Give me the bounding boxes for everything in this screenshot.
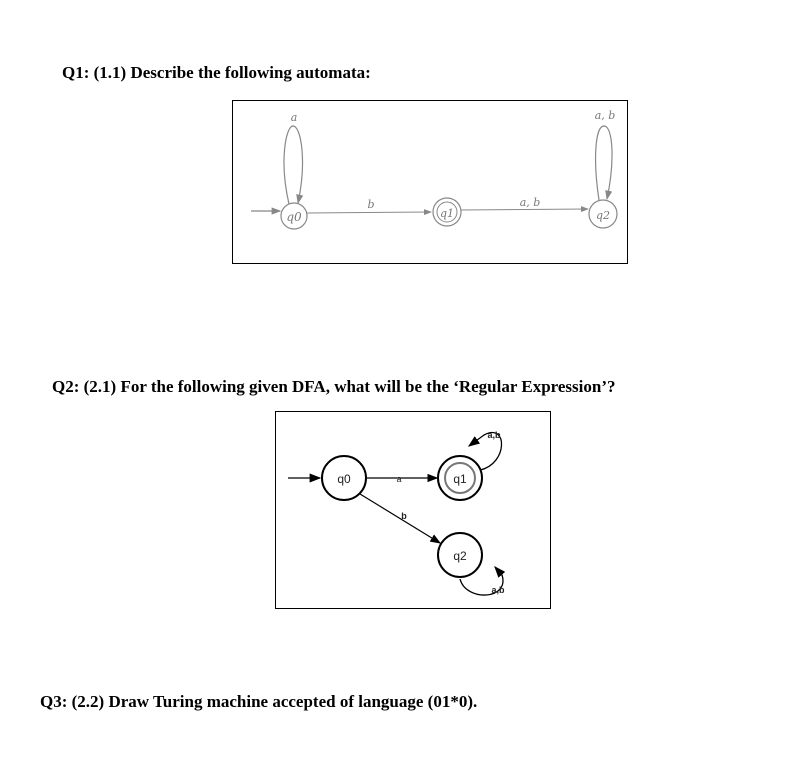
dfa-loop-q2-label: a,b (491, 585, 505, 595)
dfa-loop-q1-label: a,b (487, 430, 501, 440)
state-q2-label: q2 (596, 209, 610, 222)
state-q1-label: q1 (440, 207, 454, 220)
edge-q0-q1 (306, 209, 432, 216)
state-q0-label: q0 (286, 210, 302, 224)
automaton-1-diagram: q0 a b q1 a, b q2 a, b (232, 100, 628, 264)
dfa-loop-q2 (459, 566, 506, 596)
edge-q1-q2 (460, 206, 589, 213)
dfa-edge-q0-q2 (359, 493, 442, 544)
question-3: Q3: (2.2) Draw Turing machine accepted o… (40, 692, 478, 711)
dfa-state-q0: q0 (321, 455, 367, 501)
state-q1: q1 (432, 197, 462, 227)
question-2: Q2: (2.1) For the following given DFA, w… (52, 377, 616, 396)
dfa-state-q0-label: q0 (337, 472, 351, 486)
automaton-2-diagram: q0 a q1 a,b b q2 a,b (275, 411, 551, 609)
question-1: Q1: (1.1) Describe the following automat… (62, 63, 371, 82)
state-q2: q2 (588, 199, 618, 229)
edge-q0-q1-label: b (367, 198, 374, 211)
loop-q0-label: a (291, 111, 298, 124)
loop-q0 (283, 125, 304, 205)
loop-q2-label: a, b (595, 109, 616, 122)
dfa-state-q2-label: q2 (453, 549, 467, 563)
dfa-loop-q1 (467, 432, 503, 471)
dfa-edge-q0-q2-label: b (401, 511, 407, 521)
dfa-state-q2: q2 (437, 532, 483, 578)
edge-q1-q2-label: a, b (520, 196, 541, 209)
state-q0: q0 (280, 202, 308, 230)
loop-q2 (594, 125, 613, 201)
dfa-state-q1-label: q1 (453, 472, 467, 486)
dfa-edge-q0-q1-label: a (396, 474, 401, 484)
dfa-state-q1: q1 (437, 455, 483, 501)
